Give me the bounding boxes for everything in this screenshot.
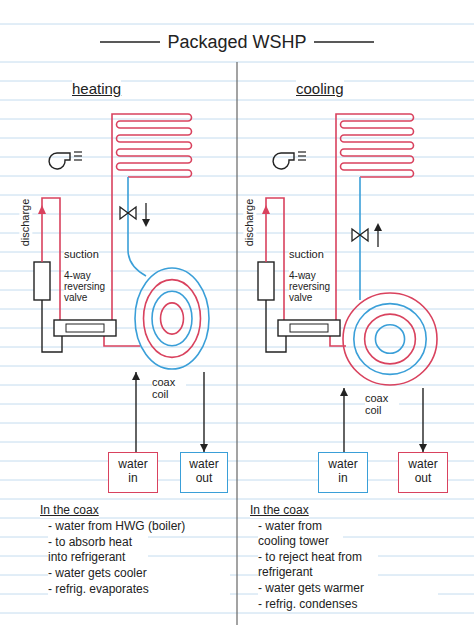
coax-coil-ring [152,291,192,346]
reversing-valve-slide [290,324,328,332]
water-pipe [203,372,204,452]
liquid-line [359,177,361,300]
expansion-valve [352,229,368,241]
air-coil [112,114,192,320]
air-coil [336,114,414,320]
note-line: - water from cooling tower [258,519,343,549]
water-box: water out [180,452,228,493]
water-box: water out [398,452,448,493]
note-line: - refrig. evaporates [48,582,230,597]
water-label: water in [323,457,363,485]
note-line: - water from HWG (boiler) [48,519,230,534]
water-pipe [343,388,344,452]
airflow-mark [74,159,82,160]
liquid-line [128,177,146,276]
airflow-mark [298,151,306,152]
title-dash [314,41,374,43]
coax-coil-outline [132,265,212,372]
ruled-line [0,24,474,25]
note-line: - to absorb heat into refrigerant [48,535,148,565]
coax-coil-ring [343,293,437,385]
compressor [258,262,274,300]
flow-arrowhead [374,223,382,231]
discharge-arrowhead [38,205,46,214]
airflow-mark [298,155,306,156]
line-label: suction [64,248,99,261]
airflow-marks [74,152,82,160]
coax-coil-ring [161,303,184,334]
airflow-mark [298,159,306,160]
title-dash [100,41,160,43]
coax-coil: coax coil [340,290,440,388]
line-label: suction [289,248,324,261]
coil-label: coax coil [152,376,186,400]
coax-coil-ring [144,280,201,358]
note-line: - to reject heat from refrigerant [258,550,378,580]
water-label: water out [403,457,443,485]
note-line: - refrig. condenses [258,597,438,612]
expansion-valve [120,207,136,219]
airflow-mark [74,151,82,152]
water-label: water out [185,457,223,485]
refrigerant-line [104,336,140,346]
note-heading: In the coax [250,503,309,518]
water-pipe [422,388,423,452]
coax-coil-ring [375,325,404,354]
column-divider [236,62,237,625]
water-box: water in [108,452,158,493]
airflow-mark [74,155,82,156]
line-label: discharge [243,198,256,246]
discharge-line [266,198,284,320]
component-label: 4-way reversing valve [64,270,110,303]
reversing-valve-slide [66,324,104,332]
coil-label: coax coil [365,392,399,416]
blower-symbol [273,153,294,169]
coax-coil-ring [354,304,426,375]
discharge-arrowhead [262,205,270,214]
coax-coil-ring [365,314,416,364]
flow-arrowhead [142,219,150,227]
coax-coil-ring [135,268,209,369]
coax-coil: coax coil [132,265,212,372]
column-heading: heating [72,80,121,98]
note-heading: In the coax [40,503,99,518]
water-box: water in [318,452,368,493]
discharge-line [42,198,60,320]
airflow-marks [298,152,306,160]
coax-coil-outline [340,290,440,388]
page-title: Packaged WSHP [167,31,306,53]
reversing-valve-body [278,320,340,336]
line-label: discharge [19,198,32,246]
component-label: 4-way reversing valve [289,270,335,303]
note-line: - water gets cooler [48,566,230,581]
water-pipe [135,372,136,452]
reversing-valve-body [54,320,116,336]
column-heading: cooling [296,80,344,98]
blower-symbol [49,153,70,169]
water-label: water in [113,457,153,485]
compressor [34,262,50,300]
note-line: - water gets warmer [258,581,438,596]
